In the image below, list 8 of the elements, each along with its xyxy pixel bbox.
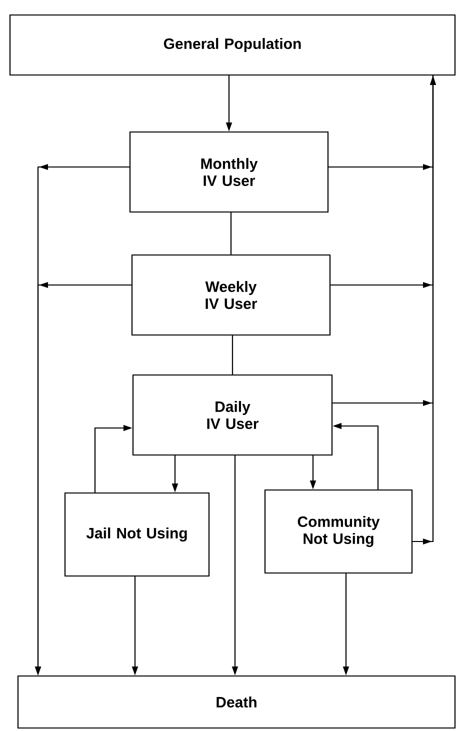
state-box: Community Not Using: [264, 489, 413, 574]
state-box: Monthly IV User: [129, 131, 329, 213]
state-box: Daily IV User: [132, 374, 333, 456]
state-box: Weekly IV User: [131, 254, 331, 336]
population-box: General Population: [9, 14, 456, 76]
arrow: [412, 76, 436, 544]
state-box: Jail Not Using: [64, 492, 210, 577]
outcome-box: Death: [17, 675, 456, 729]
